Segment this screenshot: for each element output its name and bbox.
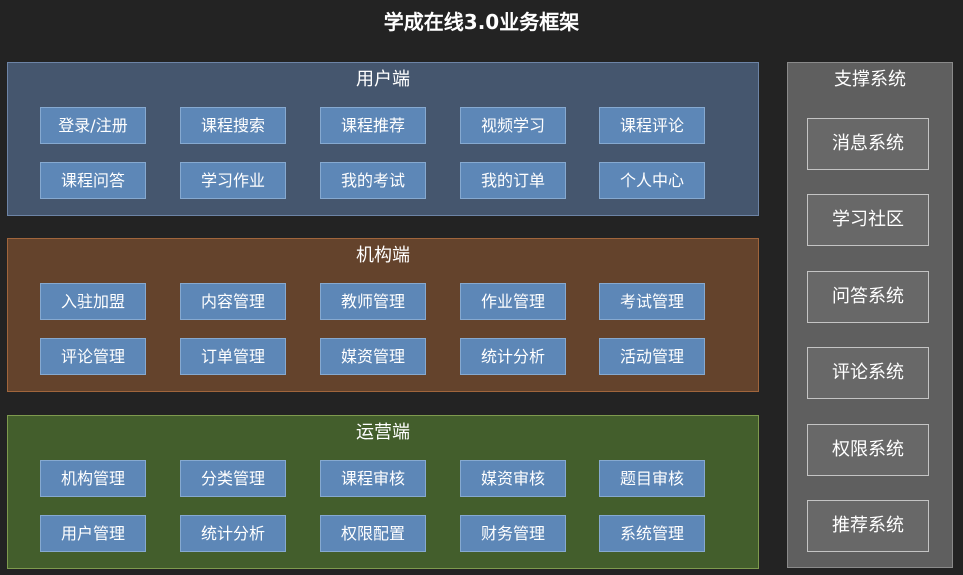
support-box: 学习社区	[807, 194, 929, 246]
panel-title: 用户端	[356, 69, 410, 90]
panel-title: 机构端	[356, 245, 410, 266]
module-box: 订单管理	[180, 338, 286, 375]
module-box: 机构管理	[40, 460, 146, 497]
support-box: 问答系统	[807, 271, 929, 323]
module-box: 课程审核	[320, 460, 426, 497]
support-box: 权限系统	[807, 424, 929, 476]
support-box: 评论系统	[807, 347, 929, 399]
module-box: 入驻加盟	[40, 283, 146, 320]
module-box: 视频学习	[460, 107, 566, 144]
support-box: 消息系统	[807, 118, 929, 170]
module-box: 用户管理	[40, 515, 146, 552]
module-box: 课程问答	[40, 162, 146, 199]
diagram-title: 学成在线3.0业务框架	[383, 10, 580, 34]
module-box: 评论管理	[40, 338, 146, 375]
panel-title: 运营端	[356, 422, 410, 443]
module-box: 媒资审核	[460, 460, 566, 497]
module-box: 统计分析	[180, 515, 286, 552]
panel-title: 支撑系统	[834, 69, 906, 90]
module-box: 个人中心	[599, 162, 705, 199]
support-box: 推荐系统	[807, 500, 929, 552]
module-box: 课程评论	[599, 107, 705, 144]
ops-panel: 运营端 机构管理 分类管理 课程审核 媒资审核 题目审核 用户管理 统计分析 权…	[7, 415, 759, 569]
module-box: 题目审核	[599, 460, 705, 497]
module-box: 学习作业	[180, 162, 286, 199]
org-panel: 机构端 入驻加盟 内容管理 教师管理 作业管理 考试管理 评论管理 订单管理 媒…	[7, 238, 759, 392]
module-box: 登录/注册	[40, 107, 146, 144]
user-panel: 用户端 登录/注册 课程搜索 课程推荐 视频学习 课程评论 课程问答 学习作业 …	[7, 62, 759, 216]
module-box: 分类管理	[180, 460, 286, 497]
module-box: 课程推荐	[320, 107, 426, 144]
support-panel: 支撑系统 消息系统 学习社区 问答系统 评论系统 权限系统 推荐系统	[787, 62, 953, 568]
module-box: 财务管理	[460, 515, 566, 552]
module-box: 我的考试	[320, 162, 426, 199]
module-box: 统计分析	[460, 338, 566, 375]
module-box: 活动管理	[599, 338, 705, 375]
module-box: 考试管理	[599, 283, 705, 320]
module-box: 作业管理	[460, 283, 566, 320]
module-box: 媒资管理	[320, 338, 426, 375]
module-box: 课程搜索	[180, 107, 286, 144]
module-box: 权限配置	[320, 515, 426, 552]
module-box: 教师管理	[320, 283, 426, 320]
module-box: 内容管理	[180, 283, 286, 320]
module-box: 我的订单	[460, 162, 566, 199]
module-box: 系统管理	[599, 515, 705, 552]
